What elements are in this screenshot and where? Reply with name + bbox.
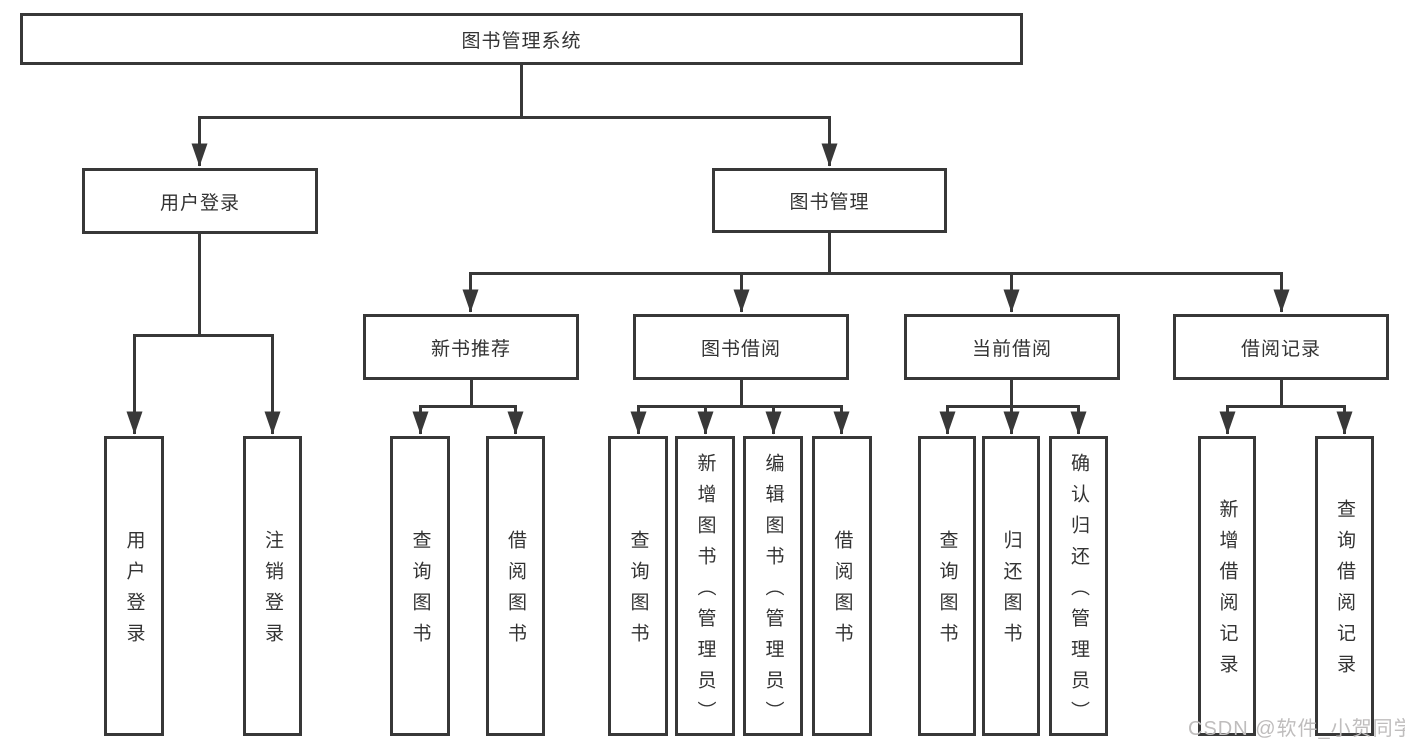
- node-leaf-edit-book-admin: 编辑图书（管理员）: [743, 436, 803, 736]
- node-book-borrow: 图书借阅: [633, 314, 849, 380]
- connector-borrow-records-children: [1219, 379, 1353, 435]
- leaf-label: 用户登录: [123, 530, 145, 654]
- leaf-label: 归还图书: [1000, 530, 1022, 654]
- node-leaf-user-login: 用户登录: [104, 436, 164, 736]
- leaf-label: 查询图书: [409, 530, 431, 654]
- csdn-watermark: CSDN @软件_小贺同学: [1188, 718, 1405, 740]
- connector-book-borrow-children: [630, 379, 850, 435]
- leaf-label: 新增借阅记录: [1216, 499, 1238, 685]
- node-new-book-recommend: 新书推荐: [363, 314, 579, 380]
- node-leaf-borrow-book-1: 借阅图书: [486, 436, 545, 736]
- node-leaf-confirm-return-admin: 确认归还（管理员）: [1049, 436, 1108, 736]
- leaf-label: 借阅图书: [831, 530, 853, 654]
- node-leaf-query-book-2: 查询图书: [608, 436, 668, 736]
- node-leaf-query-book-3: 查询图书: [918, 436, 976, 736]
- node-leaf-query-borrow-record: 查询借阅记录: [1315, 436, 1374, 736]
- node-leaf-logout: 注销登录: [243, 436, 302, 736]
- leaf-label: 查询图书: [936, 530, 958, 654]
- connector-new-book-recommend-children: [412, 379, 524, 435]
- leaf-label: 查询图书: [627, 530, 649, 654]
- leaf-label: 注销登录: [262, 530, 283, 654]
- node-user-login: 用户登录: [82, 168, 318, 234]
- node-leaf-add-borrow-record: 新增借阅记录: [1198, 436, 1256, 736]
- node-leaf-add-book-admin: 新增图书（管理员）: [675, 436, 735, 736]
- leaf-label: 借阅图书: [505, 530, 526, 654]
- connector-user-login-children: [126, 233, 281, 435]
- connector-book-management-children: [462, 232, 1290, 313]
- leaf-label: 查询借阅记录: [1334, 499, 1355, 685]
- node-leaf-borrow-book-2: 借阅图书: [812, 436, 872, 736]
- connector-current-borrow-children: [939, 379, 1087, 435]
- leaf-label: 新增图书（管理员）: [694, 452, 716, 732]
- node-borrow-records: 借阅记录: [1173, 314, 1389, 380]
- leaf-label: 确认归还（管理员）: [1068, 452, 1089, 732]
- node-library-system: 图书管理系统: [20, 13, 1023, 65]
- node-current-borrow: 当前借阅: [904, 314, 1120, 380]
- leaf-label: 编辑图书（管理员）: [762, 452, 784, 732]
- node-leaf-return-book: 归还图书: [982, 436, 1040, 736]
- node-book-management: 图书管理: [712, 168, 947, 233]
- node-leaf-query-book-1: 查询图书: [390, 436, 450, 736]
- connector-root-to-level2: [191, 64, 838, 167]
